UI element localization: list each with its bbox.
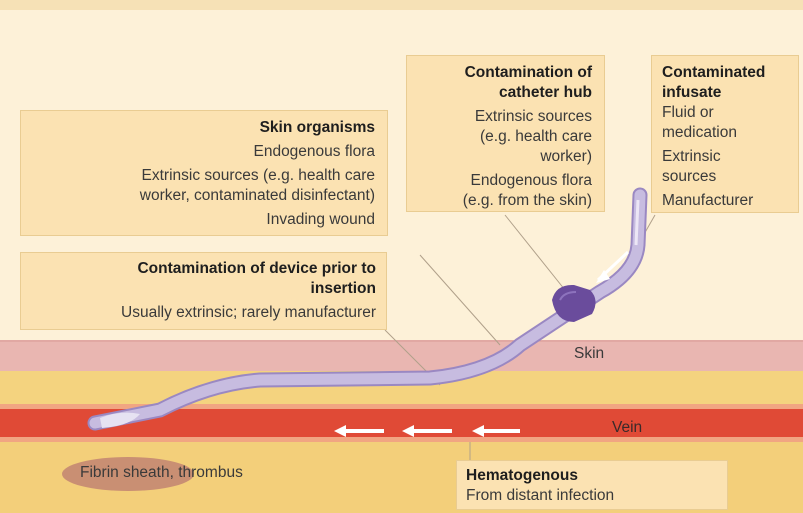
infusate-box: Contaminated infusate Fluid or medicatio… (651, 55, 799, 213)
catheter-highlight (636, 200, 638, 245)
skin-organisms-line: Extrinsic sources (e.g. health care (21, 166, 375, 186)
device-contamination-box: Contamination of device prior to inserti… (20, 252, 387, 330)
catheter-hub-box: Contamination of catheter hub Extrinsic … (406, 55, 605, 212)
skin-layer (0, 340, 803, 371)
hematogenous-text: From distant infection (466, 486, 727, 506)
hematogenous-title: Hematogenous (466, 466, 727, 486)
catheter-hub-line: Endogenous flora (407, 171, 592, 191)
device-title: insertion (21, 279, 376, 299)
infusate-line: Extrinsic (662, 147, 798, 167)
skin-label: Skin (574, 345, 604, 363)
skin-organisms-line: Invading wound (21, 210, 375, 230)
infusate-title: Contaminated (662, 63, 798, 83)
catheter-hub-title: catheter hub (407, 83, 592, 103)
infusate-title: infusate (662, 83, 798, 103)
infusate-line: Fluid or (662, 103, 798, 123)
skin-organisms-line: worker, contaminated disinfectant) (21, 186, 375, 206)
catheter-hub-title: Contamination of (407, 63, 592, 83)
device-title: Contamination of device prior to (21, 259, 376, 279)
skin-organisms-box: Skin organisms Endogenous flora Extrinsi… (20, 110, 388, 236)
skin-organisms-title: Skin organisms (21, 118, 375, 138)
infusate-line: sources (662, 167, 798, 187)
infusate-line: medication (662, 123, 798, 143)
infusate-line: Manufacturer (662, 191, 798, 211)
vein-label: Vein (612, 419, 642, 437)
hematogenous-box: Hematogenous From distant infection (456, 460, 728, 510)
skin-organisms-line: Endogenous flora (21, 142, 375, 162)
catheter-hub-line: worker) (407, 147, 592, 167)
fibrin-sheath-label: Fibrin sheath, thrombus (80, 464, 243, 482)
device-text: Usually extrinsic; rarely manufacturer (21, 303, 376, 323)
catheter-hub-line: (e.g. from the skin) (407, 191, 592, 211)
top-strip (0, 0, 803, 10)
catheter-hub-line: Extrinsic sources (407, 107, 592, 127)
catheter-hub-line: (e.g. health care (407, 127, 592, 147)
